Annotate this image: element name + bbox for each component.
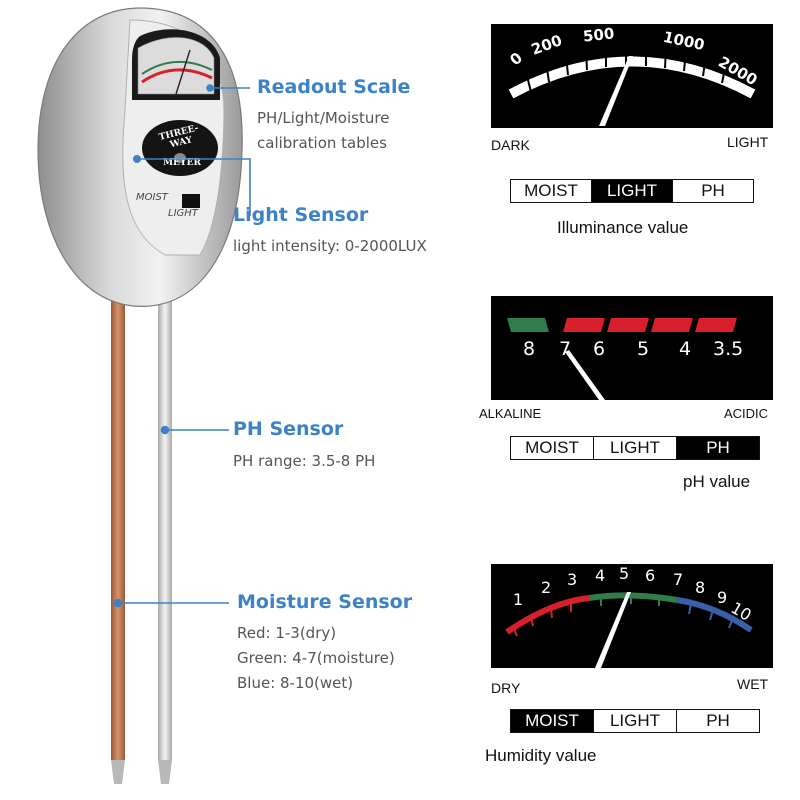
ph-mode-moist: MOIST [511, 437, 594, 459]
ph-tick-4: 4 [679, 338, 692, 360]
moist-tick-8: 8 [695, 578, 706, 597]
light-value-title: Illuminance value [557, 218, 689, 237]
ph-mode-light: LIGHT [594, 437, 677, 459]
moist-tick-3: 3 [567, 570, 578, 589]
callout-moisture-desc: Red: 1-3(dry) Green: 4-7(moisture) Blue:… [237, 621, 395, 696]
ph-value-title: pH value [683, 472, 751, 491]
light-scale-panel: 0 200 500 1000 2000 [491, 24, 773, 128]
light-right-label: LIGHT [727, 134, 769, 150]
ph-scale-graphic [507, 318, 737, 400]
callout-ph-title: PH Sensor [233, 418, 344, 440]
mode-switch [182, 194, 200, 208]
switch-label-moist: MOIST [136, 192, 168, 203]
ph-left-label: ALKALINE [479, 406, 542, 421]
ph-mode-selector: MOIST LIGHT PH [510, 436, 760, 460]
moist-left-label: DRY [491, 680, 521, 696]
moist-tick-2: 2 [541, 578, 552, 597]
light-left-label: DARK [491, 137, 530, 153]
moisture-mode-selector: MOIST LIGHT PH [510, 709, 760, 733]
copper-probe [111, 282, 125, 760]
callout-moisture-line-2: Green: 4-7(moisture) [237, 649, 395, 667]
moisture-scale-graphic [505, 592, 753, 668]
light-scale-graphic [508, 46, 756, 126]
moist-tick-9: 9 [717, 588, 728, 607]
ph-tick-3-5: 3.5 [713, 338, 744, 360]
ph-scale-panel: 8 7 6 5 4 3.5 [491, 296, 773, 400]
silver-probe [158, 300, 172, 760]
moist-tick-4: 4 [595, 566, 606, 585]
ph-tick-7: 7 [559, 338, 572, 360]
light-tick-500: 500 [582, 24, 616, 46]
ph-tick-8: 8 [523, 338, 536, 360]
moisture-scale-panel: 1 2 3 4 5 6 7 8 9 10 [491, 564, 773, 668]
ph-tick-6: 6 [593, 338, 606, 360]
moist-mode-ph: PH [706, 711, 730, 730]
moist-right-label: WET [737, 676, 769, 692]
moist-tick-6: 6 [645, 566, 656, 585]
moisture-value-title: Humidity value [485, 746, 597, 765]
callout-readout-line-1: PH/Light/Moisture [257, 109, 390, 127]
callout-moisture-line-1: Red: 1-3(dry) [237, 624, 337, 642]
moist-tick-7: 7 [673, 570, 684, 589]
moist-tick-1: 1 [513, 590, 524, 609]
light-mode-light: LIGHT [592, 180, 673, 202]
ph-right-label: ACIDIC [724, 406, 769, 421]
light-mode-moist: MOIST [511, 180, 592, 202]
callout-readout-desc: PH/Light/Moisture calibration tables [257, 106, 389, 156]
callout-light-desc: light intensity: 0-2000LUX [233, 237, 427, 255]
callout-moisture-line-3: Blue: 8-10(wet) [237, 674, 354, 692]
callout-readout-line-2: calibration tables [257, 134, 387, 152]
ph-mode-ph: PH [677, 437, 759, 459]
moist-mode-light: LIGHT [594, 710, 677, 732]
moist-tick-5: 5 [619, 564, 630, 583]
meter-face-text-2: METER [163, 158, 201, 168]
callout-readout-title: Readout Scale [257, 76, 411, 98]
ph-tick-5: 5 [637, 338, 650, 360]
callout-light-title: Light Sensor [233, 204, 369, 226]
callout-ph-desc: PH range: 3.5-8 PH [233, 452, 376, 470]
moist-mode-moist: MOIST [511, 710, 594, 732]
light-mode-ph: PH [701, 181, 725, 200]
light-mode-selector: MOIST LIGHT PH [510, 179, 754, 203]
switch-label-light: LIGHT [168, 208, 198, 219]
callout-moisture-title: Moisture Sensor [237, 591, 413, 613]
